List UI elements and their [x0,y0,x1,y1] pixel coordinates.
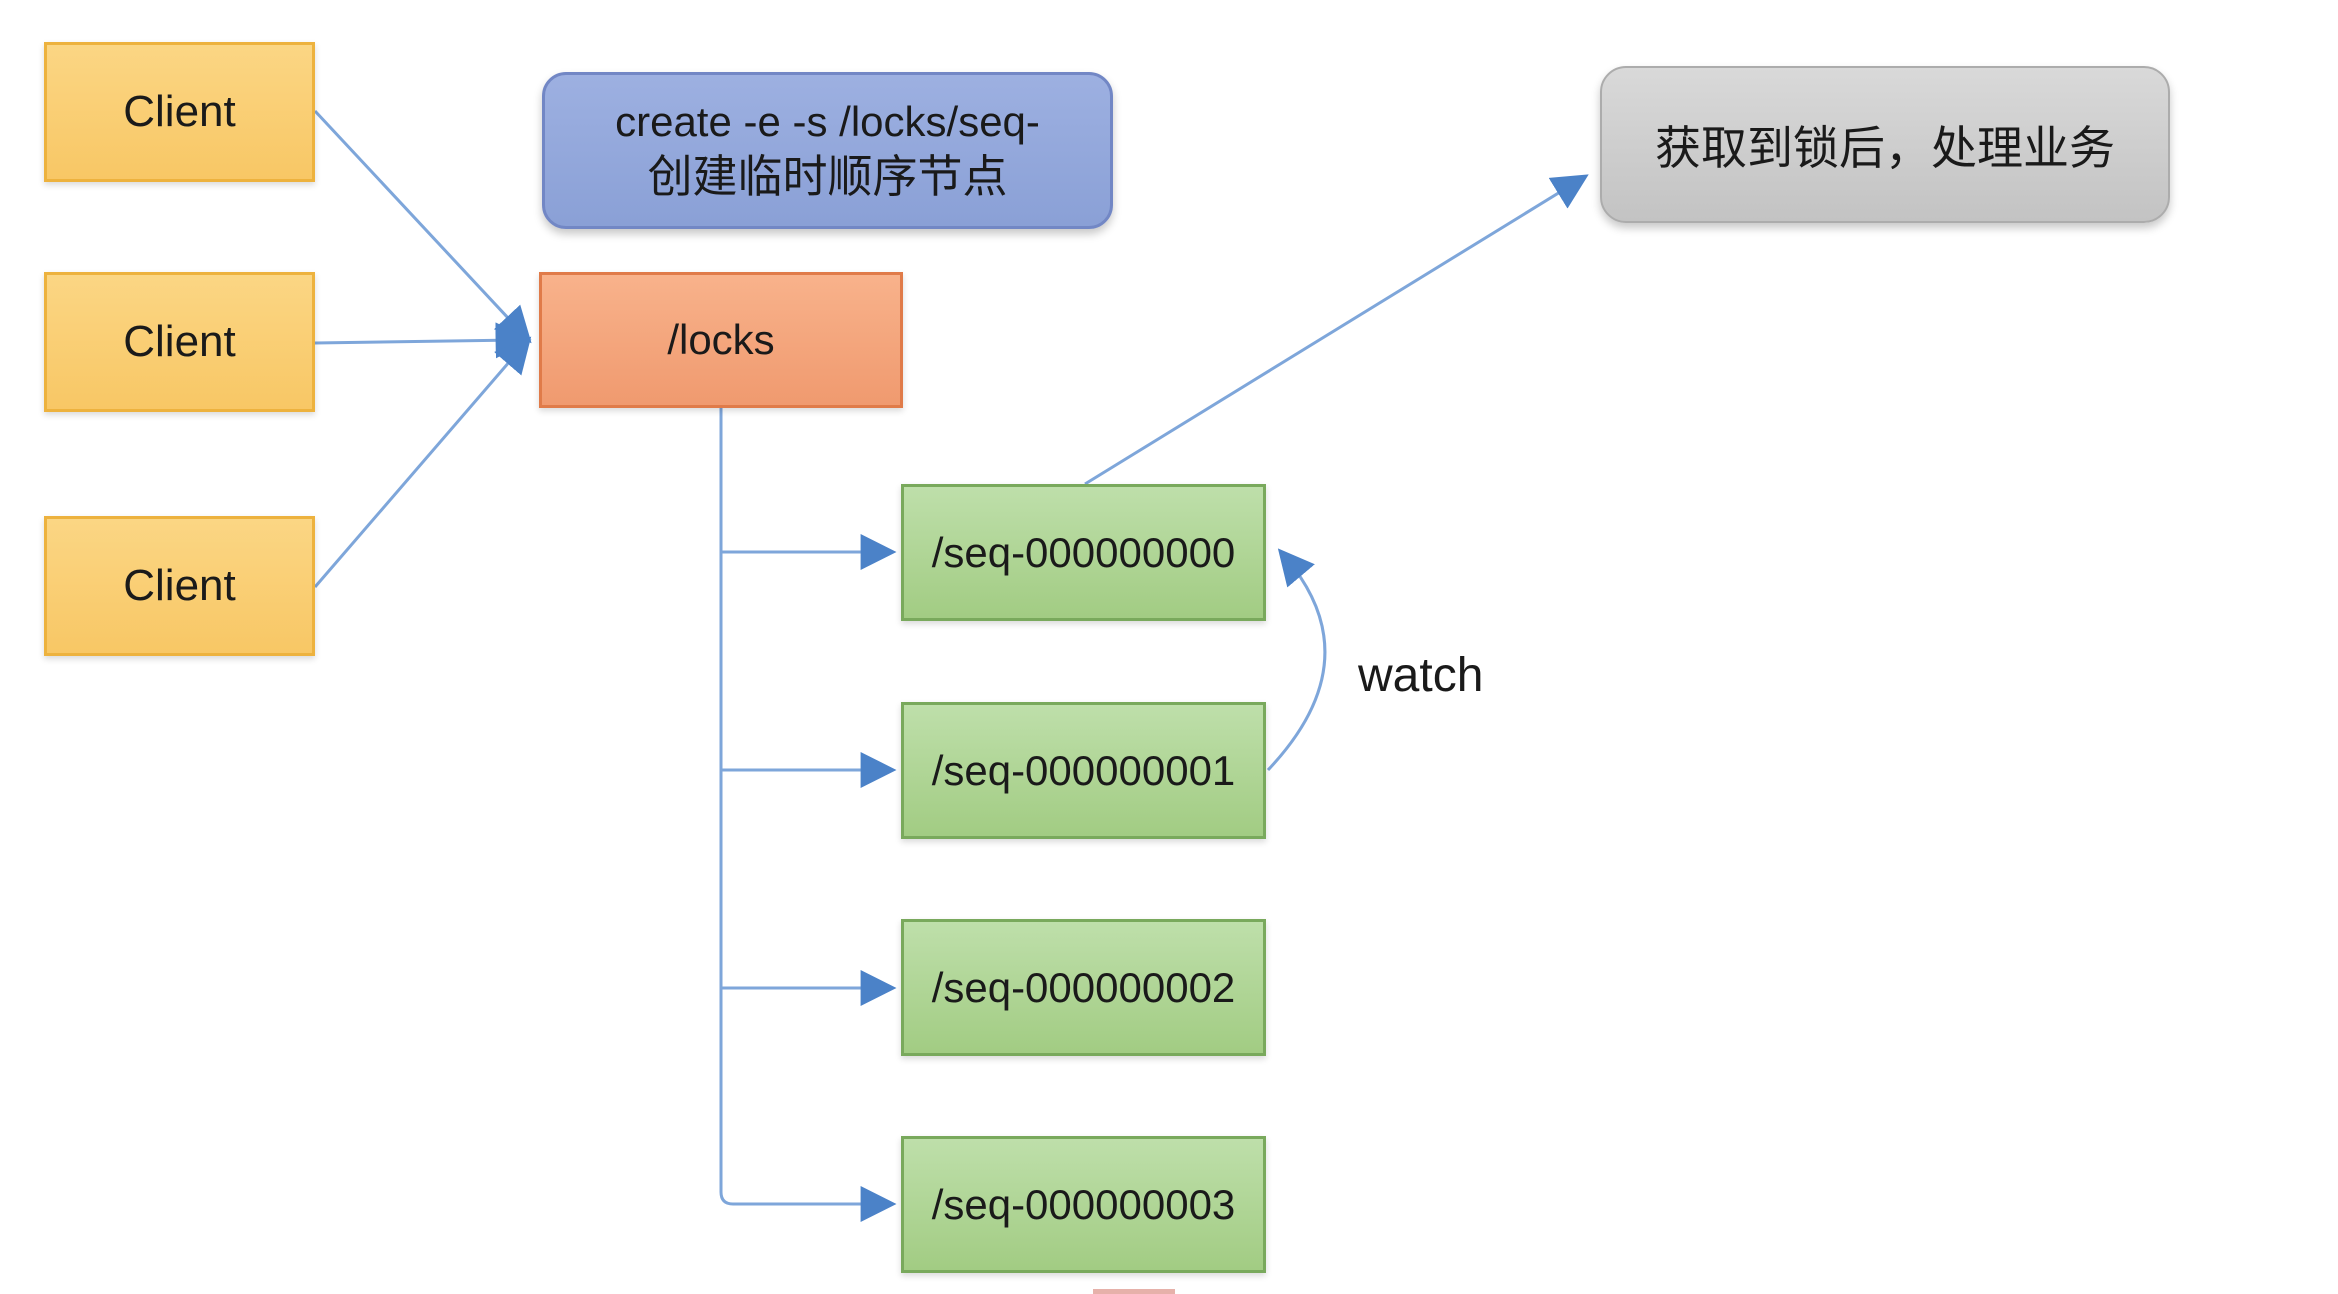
seq-node-000000001-label: /seq-000000001 [931,746,1236,794]
client-node-3: Client [44,516,315,656]
arrow-seq0-to-result [1084,174,1589,486]
seq-node-000000001: /seq-000000001 [901,702,1266,839]
client-node-1-label: Client [123,87,236,136]
arrow-client2-to-locks [314,322,532,359]
seq-node-000000002: /seq-000000002 [901,919,1266,1056]
locks-node-label: /locks [667,316,775,363]
create-command-line1: create -e -s /locks/seq- [615,98,1040,146]
client-node-1: Client [44,42,315,182]
seq-node-000000000: /seq-000000000 [901,484,1266,621]
watch-edge-label: watch [1358,649,1484,702]
seq-node-000000000-label: /seq-000000000 [931,528,1236,576]
arrow-client1-to-locks [313,109,532,344]
client-node-3-label: Client [123,561,236,610]
arrow-client3-to-locks [313,336,532,588]
locks-node: /locks [539,272,903,408]
seq-node-000000003: /seq-000000003 [901,1136,1266,1273]
arrow-locks-to-seq3-trunk [719,408,897,1222]
result-note: 获取到锁后，处理业务 [1600,66,2170,223]
video-progress-sliver [1093,1289,1175,1294]
arrow-watch-seq1-to-seq0 [1266,548,1327,772]
result-note-label: 获取到锁后，处理业务 [1655,121,2115,174]
seq-node-000000003-label: /seq-000000003 [931,1180,1236,1228]
create-command-line2: 创建临时顺序节点 [647,150,1008,202]
client-node-2: Client [44,272,315,412]
seq-node-000000002-label: /seq-000000002 [931,963,1236,1011]
client-node-2-label: Client [123,317,236,366]
create-command-note: create -e -s /locks/seq- 创建临时顺序节点 [542,72,1113,229]
